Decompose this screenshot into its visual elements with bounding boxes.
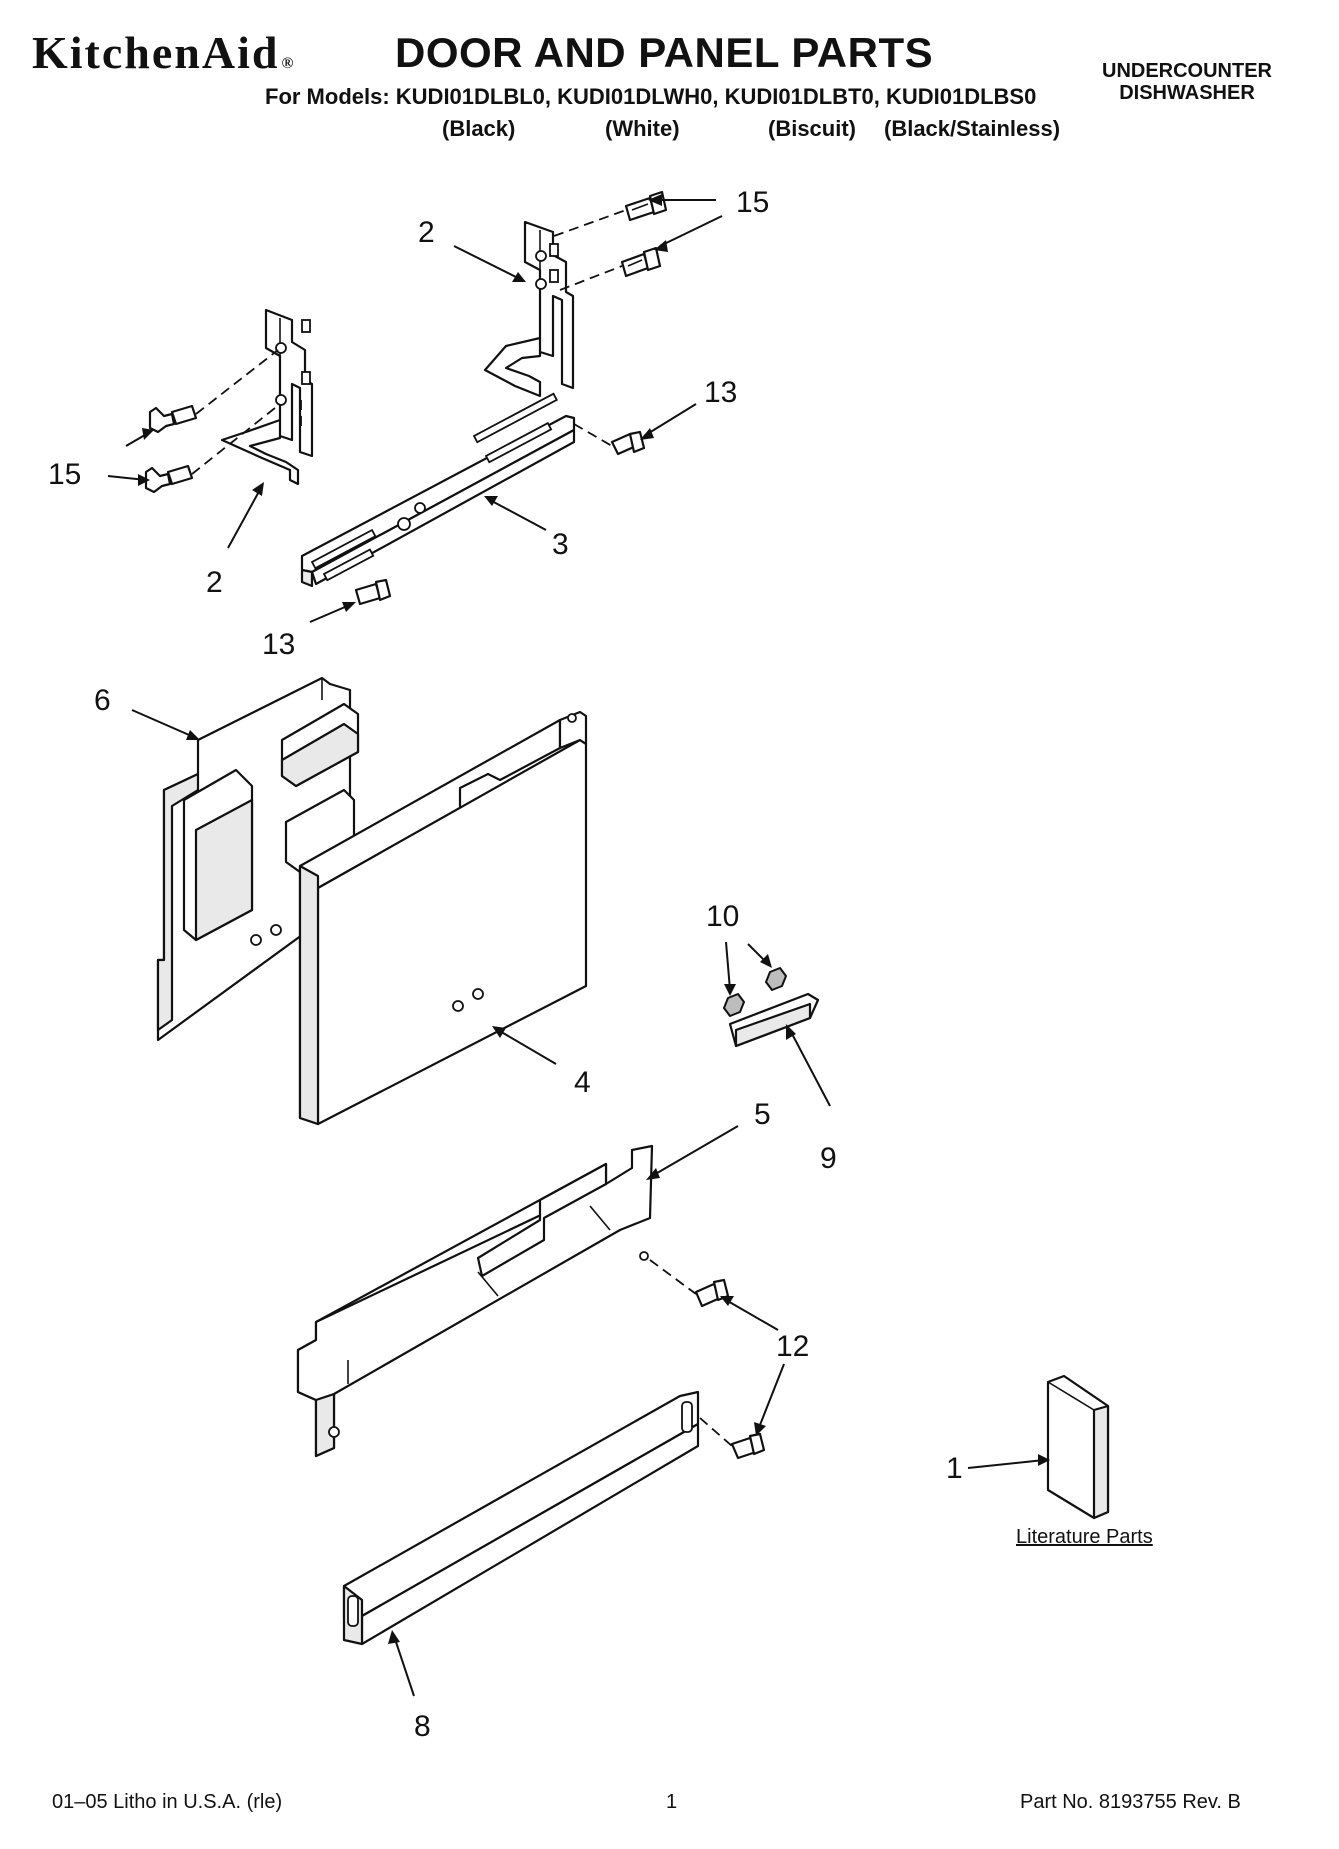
part-2-hinge-bracket-right[interactable] (483, 220, 575, 398)
variant-biscuit: (Biscuit) (768, 116, 856, 141)
part-6-inner-door-panel[interactable] (156, 676, 360, 1042)
part-15-screw-top-b[interactable] (620, 246, 662, 278)
variant-black: (Black) (442, 116, 516, 141)
page-title: DOOR AND PANEL PARTS (395, 29, 934, 76)
callout-10: 10 (706, 900, 739, 933)
part-1-literature-book[interactable] (1046, 1374, 1110, 1520)
part-3-mounting-rail[interactable] (300, 392, 576, 588)
brand-logo: KitchenAid® (32, 30, 295, 76)
part-4-outer-door-panel[interactable] (298, 710, 588, 1126)
callout-4: 4 (574, 1066, 591, 1099)
registered-mark: ® (281, 55, 296, 72)
callout-13-right: 13 (704, 376, 737, 409)
callout-13-left: 13 (262, 628, 295, 661)
callout-9: 9 (820, 1142, 837, 1175)
part-15-screw-left-b[interactable] (144, 464, 194, 494)
callout-3: 3 (552, 528, 569, 561)
part-13-screw-left[interactable] (354, 578, 392, 606)
variant-black-stainless: (Black/Stainless) (884, 116, 1061, 141)
brand-name: KitchenAid (32, 27, 280, 78)
footer-page-number: 1 (666, 1791, 678, 1813)
part-8-kick-plate[interactable] (342, 1390, 700, 1646)
part-10-nut-right[interactable] (765, 967, 787, 991)
callout-8: 8 (414, 1710, 431, 1743)
part-12-screw-lower[interactable] (730, 1432, 766, 1460)
appliance-line-1: UNDERCOUNTER (1102, 60, 1272, 82)
models-line: For Models: KUDI01DLBL0, KUDI01DLWH0, KU… (265, 84, 1037, 109)
appliance-line-2: DISHWASHER (1119, 82, 1255, 104)
callout-15-top: 15 (736, 186, 769, 219)
callout-5: 5 (754, 1098, 771, 1131)
callout-2-left: 2 (206, 566, 223, 599)
part-13-screw-right[interactable] (610, 430, 646, 456)
footer-litho: 01–05 Litho in U.S.A. (rle) (52, 1791, 283, 1813)
leader-lines (107, 194, 1050, 1697)
part-5-toe-kick-bracket[interactable] (296, 1144, 654, 1458)
part-12-screw-upper[interactable] (694, 1278, 730, 1308)
callout-6: 6 (94, 684, 111, 717)
part-2-hinge-bracket-left[interactable] (220, 308, 314, 486)
part-9-control-button[interactable] (728, 992, 820, 1048)
literature-parts-caption: Literature Parts (1016, 1526, 1153, 1548)
variant-white: (White) (605, 116, 680, 141)
callout-15-left: 15 (48, 458, 81, 491)
callout-2-top: 2 (418, 216, 435, 249)
callout-12: 12 (776, 1330, 809, 1363)
part-15-screw-left-a[interactable] (148, 404, 198, 434)
callout-1: 1 (946, 1452, 963, 1485)
part-10-nut-left[interactable] (723, 993, 745, 1017)
footer-part-number: Part No. 8193755 Rev. B (1020, 1791, 1241, 1813)
